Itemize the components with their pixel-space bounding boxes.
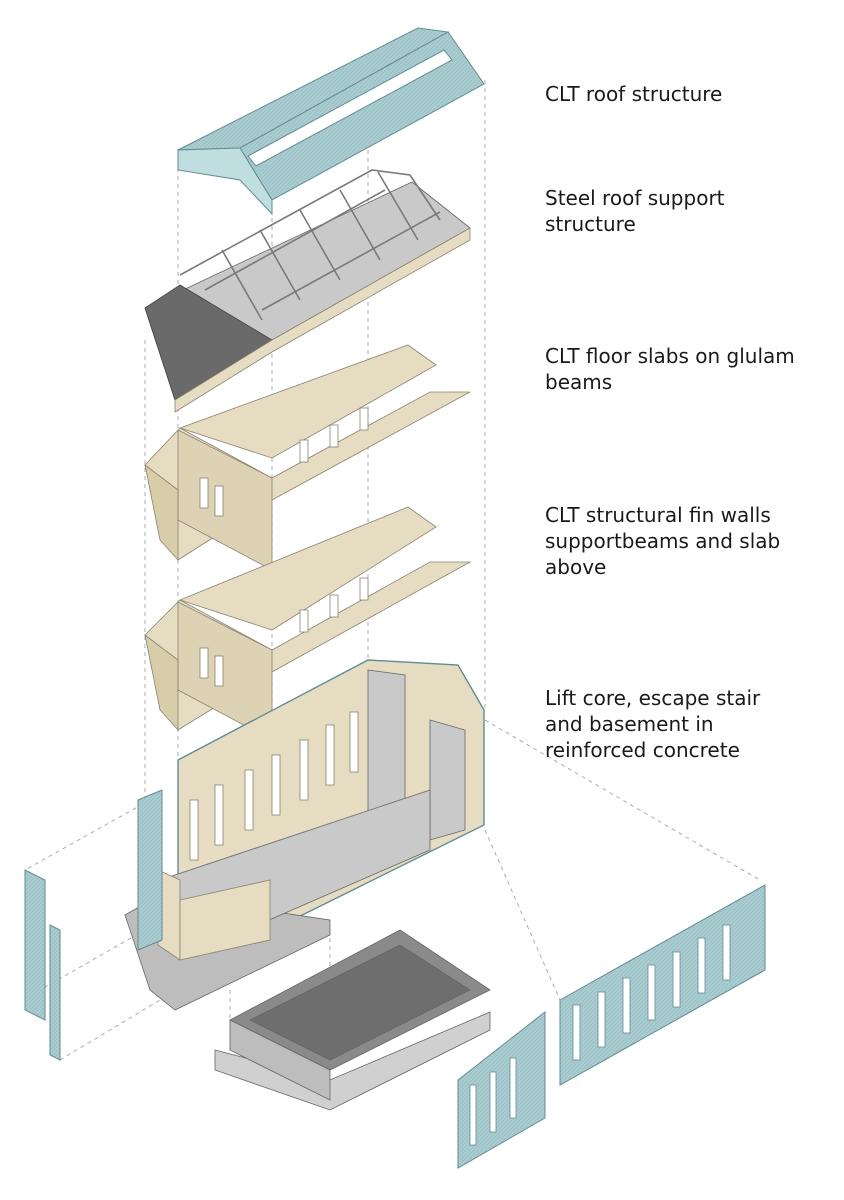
concrete-core-and-basement xyxy=(124,659,491,1111)
clt-roof-structure xyxy=(177,27,485,216)
clt-floor-slabs-layer xyxy=(144,344,471,571)
label-clt-roof-structure: CLT roof structure xyxy=(545,82,723,106)
label-steel-roof-support: Steel roof support structure xyxy=(545,186,725,236)
steel-roof-support-structure xyxy=(144,169,471,413)
label-clt-fin-walls: CLT structural fin walls supportbeams an… xyxy=(545,503,781,579)
label-clt-floor-slabs: CLT floor slabs on glulam beams xyxy=(545,344,795,394)
clt-fin-walls-layer xyxy=(144,506,472,741)
label-lift-core-basement: Lift core, escape stair and basement in … xyxy=(545,686,761,762)
facade-panels xyxy=(24,789,766,1169)
